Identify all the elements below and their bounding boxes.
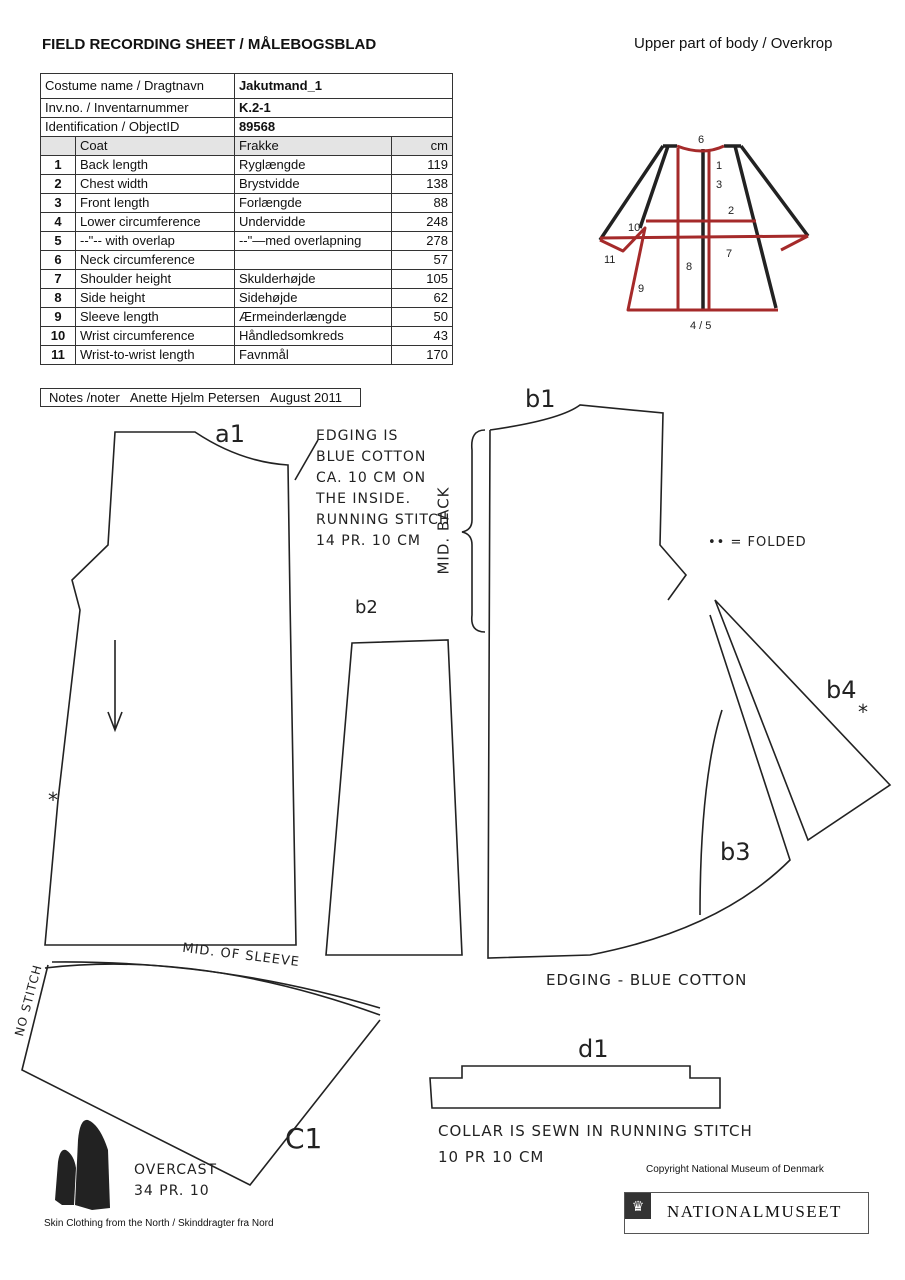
- header-cell: cm: [391, 136, 453, 156]
- note-line: 34 PR. 10: [134, 1183, 210, 1199]
- copyright-text: Copyright National Museum of Denmark: [646, 1164, 824, 1175]
- value-cm: 170: [391, 345, 453, 365]
- notes-date: August 2011: [269, 390, 342, 405]
- piece-c1-outline: [21, 963, 381, 1187]
- row-number: 11: [40, 345, 76, 365]
- diagram-label: 4 / 5: [690, 320, 712, 332]
- notes-author: Anette Hjelm Petersen: [129, 390, 260, 405]
- mid-back-brace: [461, 429, 486, 633]
- row-number: 10: [40, 326, 76, 346]
- diagram-label: 11: [604, 254, 616, 266]
- note-line: BLUE COTTON: [316, 449, 427, 465]
- piece-b2-outline: [325, 639, 463, 956]
- edging-note: EDGING IS BLUE COTTON CA. 10 CM ON THE I…: [316, 426, 450, 552]
- diagram-label: 2: [728, 205, 735, 217]
- note-line: OVERCAST: [134, 1162, 218, 1178]
- notes-box: Notes /noter Anette Hjelm Petersen August …: [40, 388, 361, 407]
- note-line: COLLAR IS SEWN IN RUNNING STITCH: [438, 1122, 753, 1140]
- arrow: [107, 640, 123, 733]
- english-name: Lower circumference: [75, 212, 235, 232]
- note-line: EDGING IS: [316, 428, 399, 444]
- english-name: --"-- with overlap: [75, 231, 235, 251]
- danish-name: Favnmål: [233, 345, 393, 365]
- info-value: K.2-1: [233, 98, 454, 118]
- diagram-label: 1: [716, 160, 723, 172]
- diagram-label: 3: [716, 179, 723, 191]
- english-name: Side height: [75, 288, 235, 308]
- danish-name: Forlængde: [233, 193, 393, 213]
- diagram-label: 9: [638, 283, 645, 295]
- piece-b4-label: b4: [826, 676, 857, 704]
- english-name: Shoulder height: [75, 269, 235, 289]
- piece-b2-label: b2: [355, 597, 378, 618]
- edging-bottom-note: EDGING - BLUE COTTON: [546, 971, 748, 989]
- diagram-label: 8: [686, 261, 693, 273]
- piece-b1-outline: [487, 404, 791, 959]
- diagram-label: 7: [726, 248, 733, 260]
- note-line: 10 PR 10 CM: [438, 1148, 545, 1166]
- english-name: Wrist-to-wrist length: [75, 345, 235, 365]
- coat-diagram: [598, 144, 810, 312]
- asterisk-mark: *: [48, 788, 58, 812]
- header-cell: Frakke: [233, 136, 393, 156]
- danish-name: Ærmeinderlængde: [233, 307, 393, 327]
- danish-name: Ryglængde: [233, 155, 393, 175]
- diagram-label: 10: [628, 222, 641, 234]
- piece-d1-label: d1: [578, 1035, 609, 1063]
- notes-label: Notes /noter: [49, 390, 120, 405]
- note-line: THE INSIDE.: [316, 491, 412, 507]
- folded-text: = FOLDED: [730, 535, 807, 550]
- piece-b3-label: b3: [720, 838, 751, 866]
- piece-b1-label: b1: [525, 385, 556, 413]
- pattern-pieces: [21, 404, 892, 1187]
- english-name: Front length: [75, 193, 235, 213]
- info-label: Costume name / Dragtnavn: [40, 73, 235, 99]
- english-name: Wrist circumference: [75, 326, 235, 346]
- series-caption: Skin Clothing from the North / Skinddrag…: [44, 1218, 274, 1229]
- value-cm: 43: [391, 326, 453, 346]
- overcast-note: OVERCAST 34 PR. 10: [134, 1160, 217, 1202]
- note-line: CA. 10 CM ON: [316, 470, 427, 486]
- sheet-title: FIELD RECORDING SHEET / MÅLEBOGSBLAD: [42, 36, 377, 53]
- danish-name: --"—med overlapning: [233, 231, 393, 251]
- folded-note: •• = FOLDED: [708, 535, 807, 550]
- piece-b3-curve: [699, 709, 723, 916]
- edging-pointer: [294, 439, 319, 481]
- mid-back-note: MID. BACK: [434, 486, 453, 575]
- piece-b4-outline: [714, 599, 892, 842]
- collar-note: COLLAR IS SEWN IN RUNNING STITCH 10 PR 1…: [438, 1118, 753, 1170]
- sleeve-mid-line: [51, 961, 381, 1009]
- crown-icon: ♛: [625, 1193, 651, 1219]
- nationalmuseet-logo: ♛ NATIONALMUSEET: [624, 1192, 869, 1234]
- note-line: 14 PR. 10 CM: [316, 533, 421, 549]
- piece-a1-label: a1: [215, 420, 245, 448]
- section-title: Upper part of body / Overkrop: [634, 35, 833, 52]
- piece-d1-outline: [429, 1065, 721, 1109]
- asterisk-mark: *: [858, 700, 868, 724]
- piece-a1-outline: [44, 431, 297, 946]
- note-line: RUNNING STITCH: [316, 512, 451, 528]
- logo-text: NATIONALMUSEET: [667, 1202, 842, 1221]
- info-label: Identification / ObjectID: [40, 117, 235, 137]
- value-cm: 138: [391, 174, 453, 194]
- diagram-label: 6: [698, 134, 705, 146]
- piece-c1-label: C1: [285, 1122, 323, 1155]
